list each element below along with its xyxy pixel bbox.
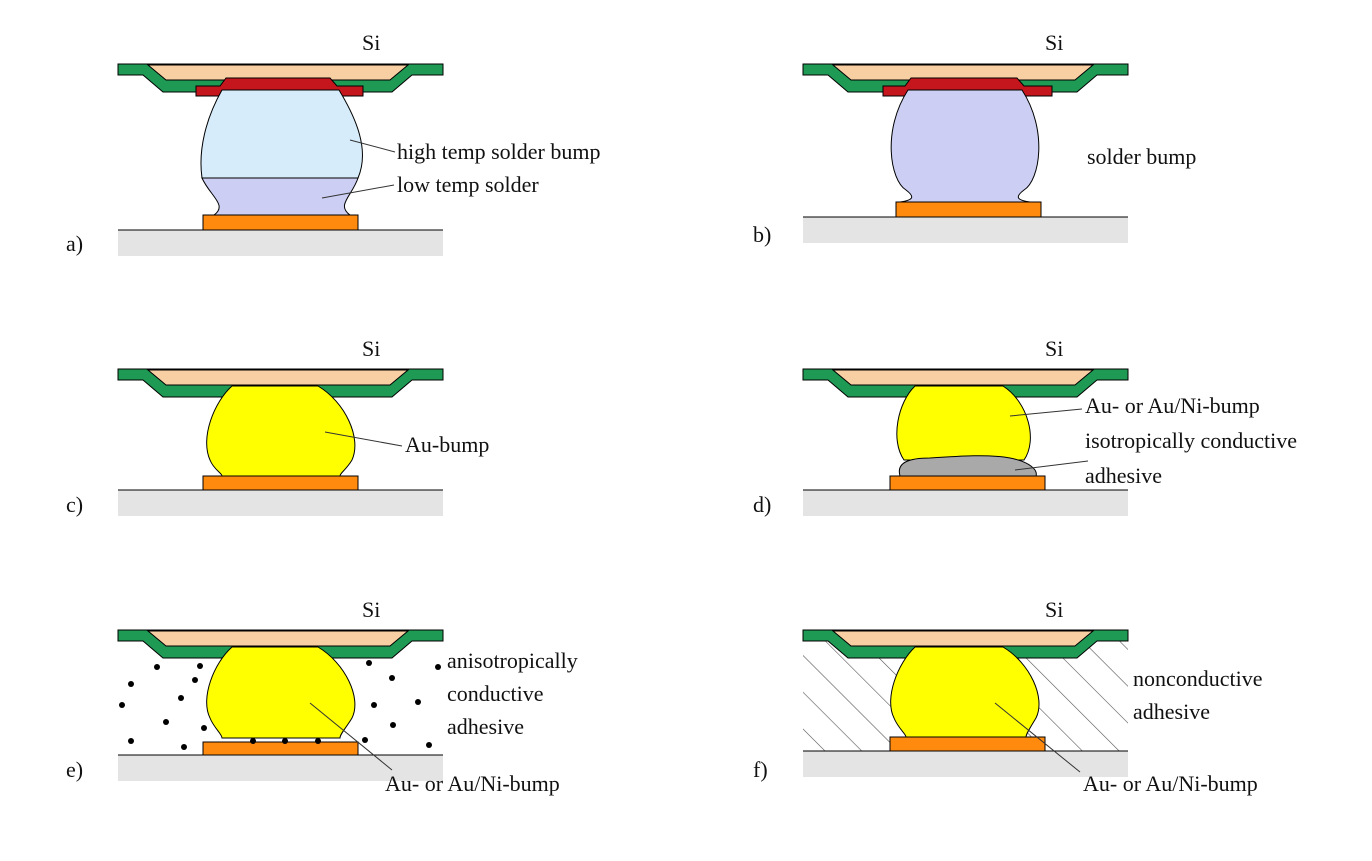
adhesive-particle xyxy=(389,675,395,681)
panel-f-substrate-pad xyxy=(889,736,1046,752)
panel-a: Si high temp solder bump low temp solder… xyxy=(66,30,600,256)
panel-e-chip-label: Si xyxy=(362,597,380,622)
adhesive-particle xyxy=(362,737,368,743)
panel-d-substrate-pad xyxy=(889,475,1046,491)
panel-d-letter: d) xyxy=(753,492,771,517)
panel-d-chip-pad xyxy=(831,369,1095,386)
panel-c-chip-label: Si xyxy=(362,336,380,361)
panel-e-label-adhesive-3: adhesive xyxy=(447,714,524,739)
panel-e-substrate-pad xyxy=(202,741,359,756)
panel-b-letter: b) xyxy=(753,222,771,247)
panel-d-chip-label: Si xyxy=(1045,336,1063,361)
panel-e-label-adhesive-2: conductive xyxy=(447,681,544,706)
panel-b-solder-bump xyxy=(890,89,1040,203)
adhesive-particle xyxy=(371,702,377,708)
adhesive-particle xyxy=(390,722,396,728)
panel-e-conductive-particles xyxy=(119,660,441,750)
panel-a-label-high-temp-solder-bump: high temp solder bump xyxy=(397,139,600,164)
panel-d-leader-bump xyxy=(1009,408,1083,417)
panel-b-substrate-pad xyxy=(895,201,1042,218)
panel-a-high-temp-solder-bump xyxy=(200,89,363,179)
panel-a-substrate xyxy=(118,230,443,256)
panel-e-gold-bump xyxy=(206,646,356,739)
panel-c-chip-pad xyxy=(146,369,410,386)
panel-f-leader-bump xyxy=(994,702,1081,773)
adhesive-particle xyxy=(128,738,134,744)
panel-d-label-adhesive-1: isotropically conductive xyxy=(1085,428,1297,453)
panel-f-letter: f) xyxy=(753,757,768,782)
panel-c-letter: c) xyxy=(66,492,83,517)
panel-a-leader-low-temp xyxy=(321,184,395,199)
adhesive-particle xyxy=(315,738,321,744)
adhesive-particle xyxy=(435,664,441,670)
panel-a-chip-pad xyxy=(146,64,410,81)
panel-b-chip-label: Si xyxy=(1045,30,1063,55)
panel-a-letter: a) xyxy=(66,231,83,256)
panel-e-chip-pad xyxy=(146,630,410,647)
panel-d-leader-adhesive xyxy=(1014,460,1089,471)
panel-e: Si a xyxy=(66,597,578,796)
adhesive-particle xyxy=(178,695,184,701)
panel-b: Si solder bump b) xyxy=(753,30,1196,247)
adhesive-particle xyxy=(181,744,187,750)
panel-a-label-low-temp-solder: low temp solder xyxy=(397,172,539,197)
panel-e-leader-bump xyxy=(309,702,393,771)
adhesive-particle xyxy=(426,742,432,748)
panel-c-substrate-pad xyxy=(202,475,359,491)
panel-e-label-bump: Au- or Au/Ni-bump xyxy=(385,771,560,796)
panel-a-low-temp-solder xyxy=(201,177,359,216)
panel-b-chip-pad xyxy=(831,64,1095,81)
panel-f-gold-bump xyxy=(890,646,1040,738)
adhesive-particle xyxy=(250,738,256,744)
panel-c-gold-bump xyxy=(206,385,356,477)
panel-d-label-adhesive-2: adhesive xyxy=(1085,463,1162,488)
panel-b-label-solder-bump: solder bump xyxy=(1087,144,1196,169)
adhesive-particle xyxy=(197,663,203,669)
panel-f-chip-label: Si xyxy=(1045,597,1063,622)
panel-d-gold-bump xyxy=(896,385,1031,461)
panel-f-label-bump: Au- or Au/Ni-bump xyxy=(1083,771,1258,796)
adhesive-particle xyxy=(366,660,372,666)
adhesive-particle xyxy=(163,719,169,725)
panel-f-substrate xyxy=(803,751,1128,777)
panel-f-label-adhesive-2: adhesive xyxy=(1133,699,1210,724)
panel-c-substrate xyxy=(118,490,443,516)
panel-f-label-adhesive-1: nonconductive xyxy=(1133,666,1263,691)
adhesive-particle xyxy=(128,681,134,687)
panel-e-label-adhesive-1: anisotropically xyxy=(447,648,578,673)
panel-b-substrate xyxy=(803,217,1128,243)
panel-a-chip-label: Si xyxy=(362,30,380,55)
panel-a-leader-high-temp xyxy=(349,139,396,153)
adhesive-particle xyxy=(119,702,125,708)
panel-e-letter: e) xyxy=(66,757,83,782)
panel-d: Si Au- or Au/Ni-bump isotropically condu… xyxy=(753,336,1297,517)
panel-a-substrate-pad xyxy=(202,214,359,231)
adhesive-particle xyxy=(154,664,160,670)
adhesive-particle xyxy=(282,738,288,744)
panel-c-label-au-bump: Au-bump xyxy=(405,432,489,457)
panel-d-substrate xyxy=(803,490,1128,516)
adhesive-particle xyxy=(192,677,198,683)
panel-f: Si nonconductive adhesive Au- or Au/Ni-b… xyxy=(753,597,1263,796)
panel-c: Si Au-bump c) xyxy=(66,336,489,517)
panel-f-chip-pad xyxy=(831,630,1095,647)
adhesive-particle xyxy=(201,725,207,731)
adhesive-particle xyxy=(415,699,421,705)
panel-c-leader-au-bump xyxy=(324,431,403,447)
panel-d-label-bump: Au- or Au/Ni-bump xyxy=(1085,393,1260,418)
